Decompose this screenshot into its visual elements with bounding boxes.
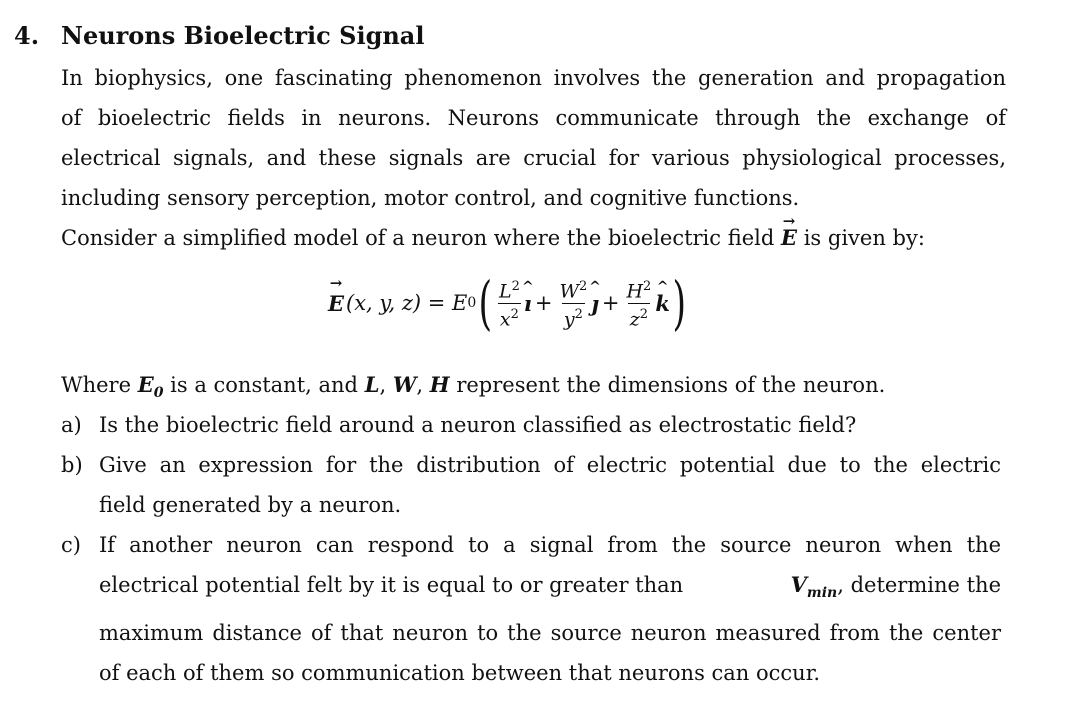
question-title: Neurons Bioelectric Signal [61, 21, 425, 50]
term2-num-power: 2 [578, 279, 588, 295]
part-a-text: Is the bioelectric field around a neuron… [99, 413, 857, 437]
right-paren: ) [672, 269, 687, 337]
term2-denominator: y [563, 307, 575, 330]
part-c-line2-pre: electrical potential felt by it is equal… [99, 573, 684, 597]
term1-numerator: L [498, 280, 512, 303]
term1-num-power: 2 [511, 279, 520, 295]
equation-args: (x, y, z) = [346, 291, 453, 315]
plus-sign: + [601, 291, 620, 315]
plus-sign: + [534, 291, 553, 315]
term2-numerator: W [559, 280, 579, 303]
field-equation: E (x, y, z) = E0 ( L2 x2 ı + W2 y2 ȷ + H… [328, 268, 689, 338]
comma: , [416, 373, 424, 397]
where-post: represent the dimensions of the neuron. [456, 373, 886, 397]
part-c-line: of each of them so communication between… [99, 661, 821, 686]
unit-vector-k: k [655, 291, 670, 316]
where-symbol-sub: 0 [153, 385, 164, 402]
term3-numerator: H [626, 280, 644, 303]
vmin-sub: min [806, 585, 838, 602]
intro-line: including sensory perception, motor cont… [61, 186, 800, 210]
dimension-h: H [429, 372, 450, 397]
intro-line: In biophysics, one fascinating phenomeno… [61, 66, 1006, 90]
dimension-w: W [392, 372, 417, 397]
term1-fraction: L2 x2 [497, 276, 522, 330]
where-symbol: E [137, 372, 154, 397]
intro-paragraph: In biophysics, one fascinating phenomeno… [61, 58, 1006, 258]
consider-line: Consider a simplified model of a neuron … [61, 218, 1006, 258]
part-b-line: field generated by a neuron. [99, 493, 402, 517]
equation-lhs: E [328, 291, 344, 316]
part-a-label: a) [61, 413, 82, 437]
part-c-line: If another neuron can respond to a signa… [99, 533, 1001, 557]
term1-denominator: x [499, 307, 511, 330]
term2-fraction: W2 y2 [557, 276, 589, 330]
term3-denominator: z [629, 307, 640, 330]
part-c-line: electrical potential felt by it is equal… [99, 565, 1001, 613]
term3-fraction: H2 z2 [624, 276, 653, 330]
dimension-l: L [364, 372, 380, 397]
where-pre: Where [61, 373, 132, 397]
part-b-label: b) [61, 453, 83, 477]
left-paren: ( [478, 269, 493, 337]
intro-line: of bioelectric fields in neurons. Neuron… [61, 106, 1006, 130]
unit-vector-i: ı [524, 291, 532, 316]
where-line: Where E0 is a constant, and L, W, H repr… [61, 365, 1006, 413]
consider-suffix: is given by: [803, 226, 925, 250]
question-number: 4. [14, 21, 40, 50]
unit-vector-j: ȷ [591, 291, 599, 316]
field-symbol: E [781, 218, 797, 258]
part-c-label: c) [61, 533, 81, 557]
comma: , [379, 373, 387, 397]
where-mid: is a constant, and [170, 373, 358, 397]
equation-coef-sub: 0 [467, 295, 477, 311]
part-c-line: maximum distance of that neuron to the s… [99, 621, 1001, 646]
part-b-line: Give an expression for the distribution … [99, 453, 1001, 477]
term1-den-power: 2 [510, 306, 519, 322]
part-c-line2-post: , determine the [837, 573, 1001, 597]
consider-prefix: Consider a simplified model of a neuron … [61, 226, 775, 250]
intro-line: electrical signals, and these signals ar… [61, 146, 1006, 170]
term3-num-power: 2 [643, 279, 652, 295]
term2-den-power: 2 [574, 306, 583, 322]
term3-den-power: 2 [639, 306, 649, 322]
vmin-symbol: V [790, 572, 807, 597]
equation-coef: E [452, 291, 468, 315]
